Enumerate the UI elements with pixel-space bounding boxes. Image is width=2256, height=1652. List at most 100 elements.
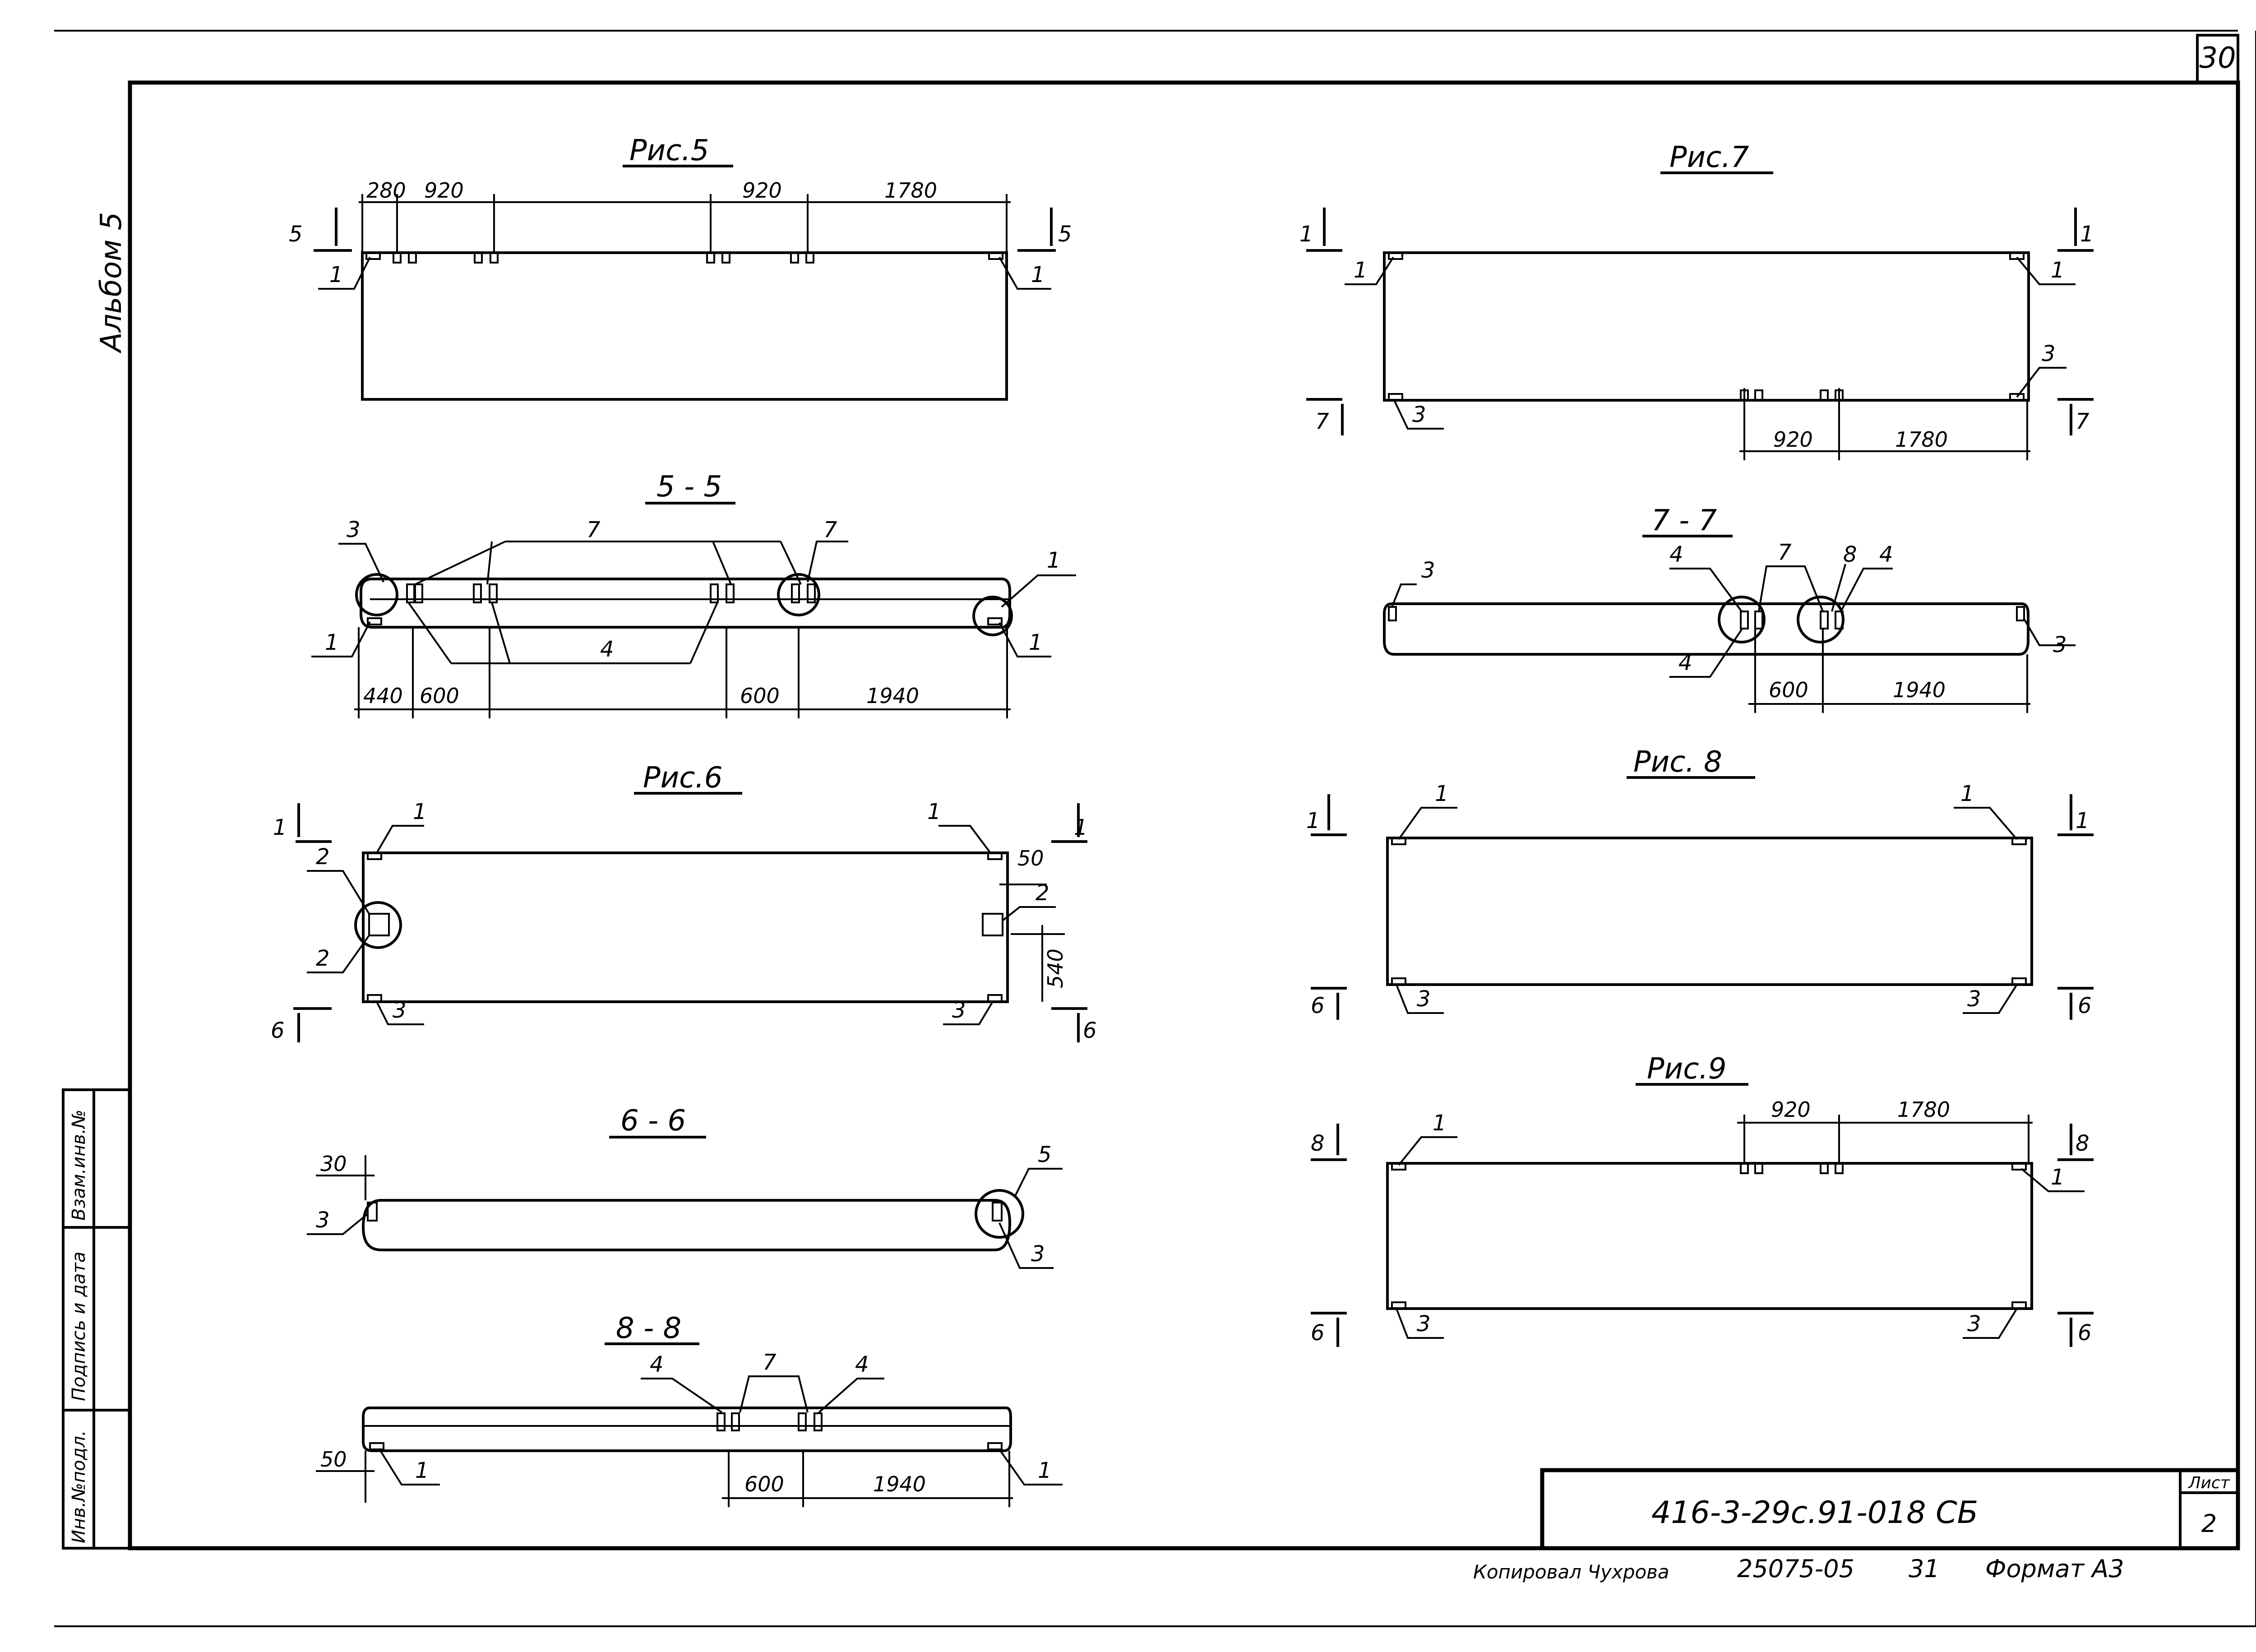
fig8-outline: [1386, 837, 2033, 986]
callout-leader: [1398, 807, 1457, 840]
fig9-callout-1-right: 1: [2051, 1165, 2065, 1190]
fig9-dim-920: 920: [1771, 1097, 1811, 1122]
fig6-callout-2-top: 2: [316, 844, 330, 870]
fig6-outline: [362, 851, 1009, 1003]
insert-mark: [2016, 606, 2025, 621]
fig9-mark-6-right: 6: [2078, 1320, 2092, 1346]
insert-mark: [791, 583, 800, 603]
sec77-callout-4-bottom: 4: [1678, 650, 1692, 676]
callout-leader: [999, 257, 1051, 290]
fig5-dim-920: 920: [424, 178, 464, 203]
insert-mark: [369, 1442, 384, 1450]
callout-leader: [486, 541, 493, 585]
fig9-mark-8-right: 8: [2076, 1131, 2090, 1156]
sec55-dim-440: 440: [363, 684, 403, 708]
embedded-plate: [982, 913, 1003, 936]
fig9-callout-1-left: 1: [1433, 1111, 1447, 1136]
sec55-callout-3: 3: [347, 517, 361, 542]
insert-mark: [2011, 837, 2027, 845]
fig7-outline: [1383, 251, 2030, 402]
callout-leader: [1001, 574, 1076, 608]
fig5-dim-1780: 1780: [884, 178, 937, 203]
callout-leader: [999, 1448, 1063, 1485]
insert-mark: [2011, 977, 2027, 986]
callout-leader: [1758, 565, 1824, 612]
fig6-callout-3-right: 3: [952, 998, 966, 1023]
page-number-box: [2196, 34, 2239, 84]
section-7-7: 7 - 7 3 4 7 8 4 4 3 600 1940: [1383, 504, 2076, 713]
insert-mark: [807, 583, 816, 603]
insert-mark: [1388, 393, 1403, 401]
insert-mark: [393, 252, 402, 264]
fig5-title: Рис.5: [629, 134, 709, 167]
sec66-outline: [361, 1199, 1012, 1251]
page-number: 30: [2199, 42, 2236, 75]
figure-5: Рис.5 280 920 920 1780 5 5 1: [289, 134, 1072, 401]
sec77-outline: [1383, 602, 2029, 656]
insert-mark: [992, 1202, 1003, 1222]
sec55-callout-7b: 7: [823, 517, 837, 542]
fig5-callout-1b: 1: [1031, 262, 1045, 287]
callout-leader: [999, 1222, 1054, 1269]
fig6-callout-1-right: 1: [927, 799, 941, 824]
callout-leader: [407, 602, 452, 664]
sec88-callout-1-right: 1: [1038, 1458, 1052, 1483]
callout-leader: [807, 541, 848, 583]
title-block: [1540, 1468, 2240, 1550]
insert-mark: [1754, 1162, 1763, 1174]
fig8-callout-3-right: 3: [1967, 986, 1981, 1012]
sheet-label: Лист: [2187, 1474, 2230, 1492]
insert-mark: [1391, 977, 1406, 986]
callout-leader: [689, 602, 718, 664]
fig9-callout-3-left: 3: [1417, 1311, 1431, 1337]
sheet-number: 2: [2201, 1509, 2217, 1538]
insert-mark: [1391, 1301, 1406, 1310]
insert-mark: [1820, 389, 1829, 401]
sec55-outline: [360, 578, 1011, 629]
figure-9: Рис.9 920 1780 8 8 6 6 1 1 3 3: [1311, 1052, 2094, 1347]
fig6-title: Рис.6: [643, 761, 722, 795]
callout-leader: [1391, 583, 1417, 607]
insert-mark: [1391, 1162, 1406, 1171]
side-stamp-replace-inv: Взам.инв.№: [69, 1110, 89, 1221]
callout-leader: [999, 622, 1051, 657]
sec55-dim-600b: 600: [740, 684, 780, 708]
sec77-callout-4-top: 4: [1669, 542, 1683, 567]
sec66-callout-3-right: 3: [1031, 1241, 1045, 1267]
insert-mark: [474, 252, 483, 264]
fig5-dim-920b: 920: [742, 178, 782, 203]
detail-circle: [354, 901, 402, 949]
album-label: Альбом 5: [95, 212, 128, 354]
callout-leader: [378, 1448, 440, 1485]
detail-circle: [355, 573, 398, 616]
sec77-callout-3-left: 3: [1421, 558, 1435, 583]
callout-leader: [1396, 984, 1444, 1014]
insert-mark: [987, 617, 1003, 625]
sec88-dim-50: 50: [320, 1447, 347, 1472]
sec77-callout-3-right: 3: [2053, 632, 2067, 657]
fig7-dim-920: 920: [1773, 427, 1813, 452]
fig8-callout-3-left: 3: [1417, 986, 1431, 1012]
side-stamp-signature-date: Подпись и дата: [69, 1252, 89, 1401]
sec55-title: 5 - 5: [656, 470, 722, 504]
callout-leader: [376, 825, 424, 854]
insert-mark: [367, 994, 382, 1002]
insert-mark: [2009, 393, 2025, 401]
insert-mark: [1388, 252, 1403, 260]
fig9-mark-8-left: 8: [1311, 1131, 1325, 1156]
sec88-outline: [362, 1407, 1012, 1452]
fig9-title: Рис.9: [1647, 1052, 1726, 1086]
fig9-outline: [1386, 1162, 2033, 1310]
copied-by: Копировал Чухрова: [1473, 1561, 1669, 1583]
insert-mark: [717, 1412, 726, 1431]
insert-mark: [987, 994, 1003, 1002]
fig6-mark-1-right: 1: [1074, 815, 1088, 840]
detail-circle: [1797, 596, 1845, 643]
callout-leader: [307, 935, 370, 973]
fig7-callout-3-right: 3: [2042, 341, 2056, 366]
insert-mark: [2009, 252, 2025, 260]
fig7-dim-1780: 1780: [1895, 427, 1948, 452]
fig7-title: Рис.7: [1669, 141, 1749, 174]
insert-mark: [805, 252, 814, 264]
callout-leader: [491, 602, 511, 664]
